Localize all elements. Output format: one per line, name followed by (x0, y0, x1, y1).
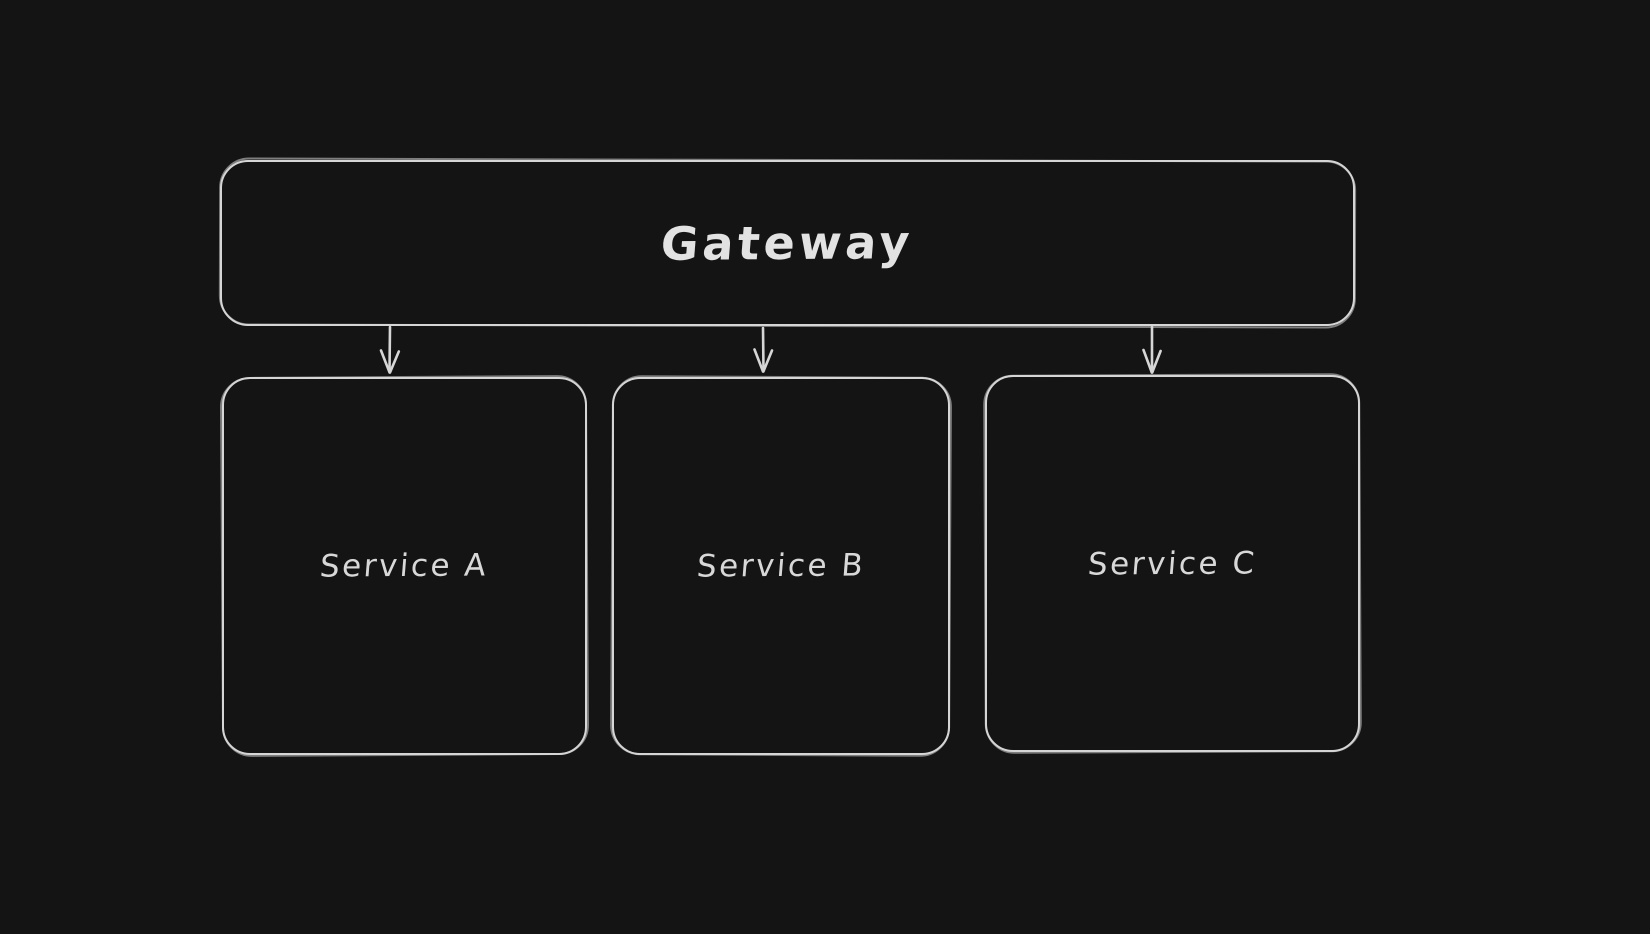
arrow-gateway-to-service-a (379, 325, 401, 374)
node-service-c: Service C (985, 375, 1360, 752)
node-service-b: Service B (612, 377, 950, 755)
arrow-gateway-to-service-c (1142, 325, 1162, 374)
arrow-gateway-to-service-b (753, 326, 774, 373)
node-service-b-label: Service B (695, 547, 867, 585)
node-service-c-label: Service C (1086, 544, 1259, 583)
node-service-a: Service A (222, 377, 587, 755)
node-service-a-label: Service A (318, 547, 491, 585)
node-gateway: Gateway (220, 160, 1355, 326)
node-gateway-label: Gateway (659, 215, 916, 271)
